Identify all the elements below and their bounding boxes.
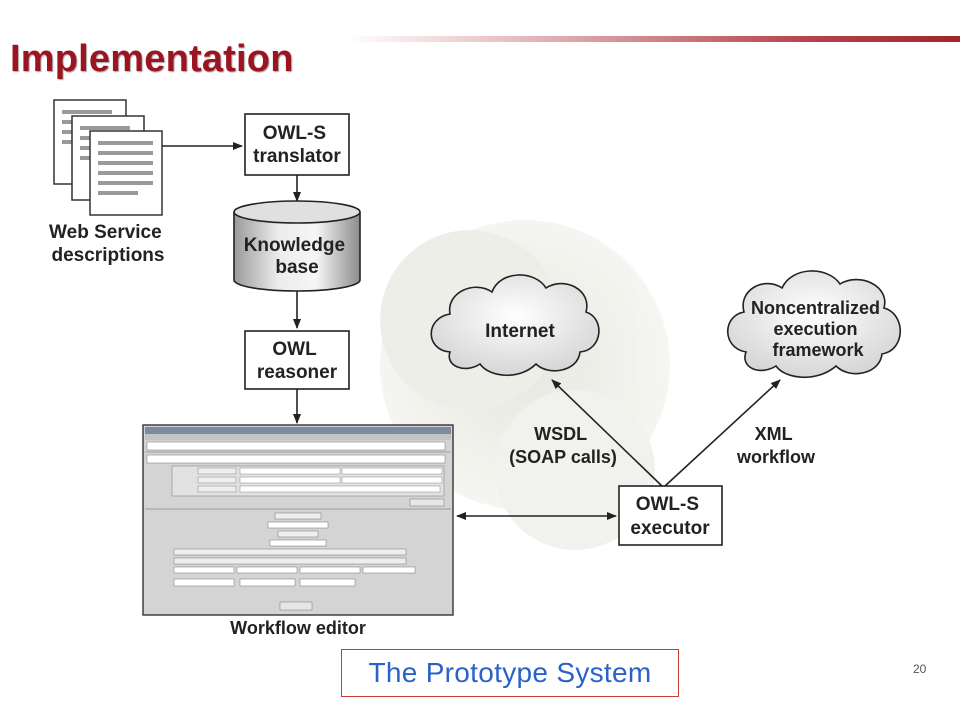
- edge-executor-to-internet: [551, 379, 663, 487]
- internet-cloud-icon: [430, 274, 600, 376]
- document-stack-icon: [53, 99, 163, 216]
- slide-title: Implementation: [10, 38, 294, 80]
- web-service-descriptions-label: Web Service descriptions: [49, 222, 167, 266]
- title-rule: [345, 36, 960, 42]
- database-icon: [233, 200, 361, 292]
- execution-framework-cloud-icon: [727, 270, 902, 378]
- xml-edge-label: XML workflow: [736, 424, 816, 467]
- internet-label: Internet: [485, 321, 555, 342]
- owls-translator-label: OWL-S translator: [253, 123, 341, 167]
- page-number: 20: [913, 662, 927, 676]
- owl-reasoner-label: OWL reasoner: [257, 339, 338, 383]
- workflow-editor-window: [142, 424, 454, 616]
- owls-translator-box: [244, 113, 350, 176]
- owls-executor-box: [618, 485, 723, 546]
- workflow-editor-label: Workflow editor: [230, 618, 366, 638]
- caption-box: The Prototype System: [341, 649, 679, 697]
- owls-executor-label: OWL-S executor: [630, 494, 710, 539]
- edge-executor-to-framework: [664, 379, 781, 487]
- execution-framework-label: Noncentralized execution framework: [751, 298, 885, 360]
- owl-reasoner-box: [244, 330, 350, 390]
- wsdl-edge-label: WSDL (SOAP calls): [509, 424, 617, 467]
- knowledge-base-label: Knowledge base: [244, 235, 351, 278]
